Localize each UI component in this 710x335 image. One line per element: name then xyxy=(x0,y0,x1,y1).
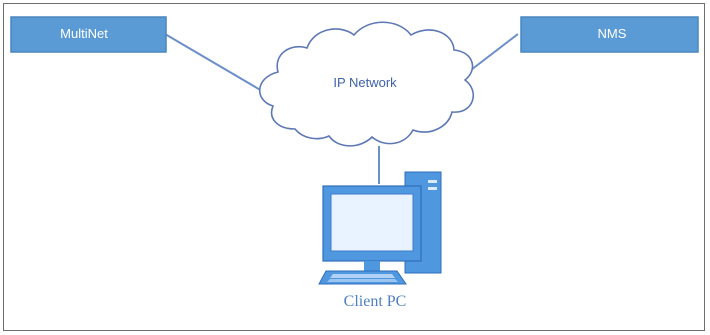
connector-multinet-network xyxy=(164,33,275,99)
tower-drive-slot-2 xyxy=(428,187,437,190)
keyboard-keys-row-1 xyxy=(330,274,395,278)
monitor-screen xyxy=(330,193,414,252)
keyboard-keys-row-2 xyxy=(327,279,398,282)
nms-box xyxy=(520,16,699,53)
cloud-icon: IP Network xyxy=(258,21,474,147)
diagram-frame xyxy=(3,3,705,331)
multinet-box xyxy=(10,16,167,53)
client-pc-label: Client PC xyxy=(344,293,407,310)
cloud-outline xyxy=(258,21,474,147)
desktop-computer-icon xyxy=(318,171,442,285)
monitor-neck xyxy=(364,261,380,271)
multinet-label: MultiNet xyxy=(60,26,108,41)
tower-drive-slot-1 xyxy=(428,180,437,183)
ip-network-label: IP Network xyxy=(333,75,397,90)
multinet-node: MultiNet xyxy=(10,16,167,53)
nms-label: NMS xyxy=(598,26,627,41)
nms-node: NMS xyxy=(520,16,699,53)
